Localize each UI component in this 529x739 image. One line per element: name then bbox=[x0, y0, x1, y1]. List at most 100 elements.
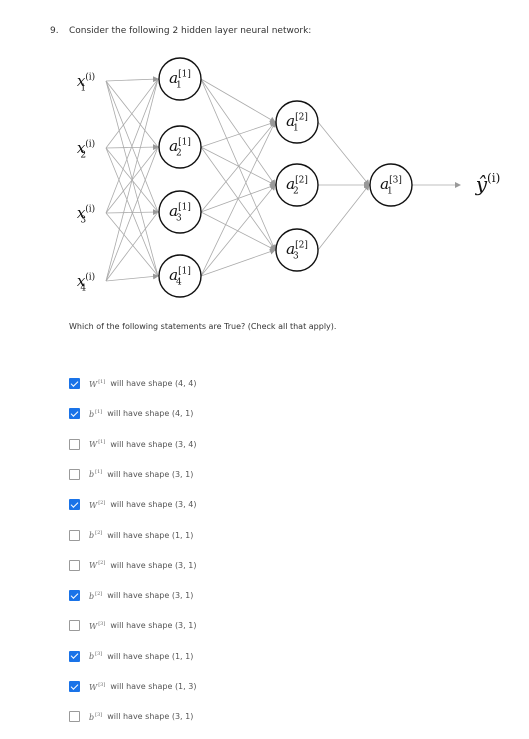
input-x1: x(i)1 bbox=[77, 71, 95, 93]
option-checkbox[interactable] bbox=[69, 378, 80, 389]
option-text: will have shape (3, 1) bbox=[110, 560, 197, 570]
option-checkbox[interactable] bbox=[69, 711, 80, 723]
option-checkbox[interactable] bbox=[69, 620, 80, 632]
option-row[interactable]: W[1] will have shape (4, 4) bbox=[69, 377, 196, 390]
option-text: will have shape (4, 1) bbox=[107, 409, 194, 419]
network-edges bbox=[105, 76, 461, 282]
option-row[interactable]: b[3] will have shape (3, 1) bbox=[69, 710, 193, 723]
edge-x2-a1-1 bbox=[105, 78, 159, 149]
option-checkbox[interactable] bbox=[69, 408, 80, 420]
option-symbol: b[1] bbox=[89, 408, 103, 419]
option-symbol: b[2] bbox=[89, 590, 103, 601]
option-text: will have shape (3, 1) bbox=[107, 469, 194, 479]
network-nodes bbox=[158, 57, 413, 298]
option-checkbox[interactable] bbox=[69, 650, 80, 662]
option-symbol: b[2] bbox=[89, 530, 103, 540]
node-a1-1-label: a[1]1 bbox=[169, 69, 191, 91]
node-a1-4-circle bbox=[158, 254, 202, 298]
node-a1-4-label: a[1]4 bbox=[169, 266, 191, 288]
node-a2-3-label: a[2]3 bbox=[286, 240, 308, 262]
edge-a1-4-a2-3 bbox=[200, 248, 276, 277]
edge-x3-a1-3 bbox=[105, 209, 159, 216]
input-x2: x(i)2 bbox=[77, 138, 95, 160]
edge-x4-a1-1 bbox=[105, 78, 159, 282]
checkmark-icon bbox=[70, 499, 79, 508]
edge-x3-a1-1 bbox=[105, 78, 159, 214]
edge-a1-4-a2-2 bbox=[200, 184, 276, 277]
option-text: will have shape (3, 4) bbox=[110, 500, 197, 510]
option-row[interactable]: b[1] will have shape (3, 1) bbox=[69, 468, 193, 481]
input-x4: x(i)4 bbox=[77, 271, 95, 293]
edge-x2-a1-4 bbox=[105, 147, 159, 277]
option-symbol: b[3] bbox=[89, 651, 103, 662]
option-text: will have shape (3, 4) bbox=[110, 439, 197, 449]
option-text: will have shape (3, 1) bbox=[107, 712, 194, 722]
option-checkbox[interactable] bbox=[69, 559, 80, 571]
node-a1-2-label: a[1]2 bbox=[169, 137, 191, 159]
input-x3: x(i)3 bbox=[77, 203, 95, 225]
option-row[interactable]: W[1] will have shape (3, 4) bbox=[69, 438, 196, 451]
edge-x4-a1-2 bbox=[105, 146, 159, 282]
node-a2-2-circle bbox=[275, 163, 319, 207]
edge-x3-a1-4 bbox=[105, 212, 159, 277]
node-a1-3-label: a[1]3 bbox=[169, 202, 191, 224]
edge-a1-2-a2-1 bbox=[200, 120, 276, 148]
node-a1-1-circle bbox=[158, 57, 202, 101]
checkmark-icon bbox=[70, 681, 79, 690]
edge-a1-3-a2-1 bbox=[200, 121, 276, 213]
option-symbol: W[2] bbox=[89, 560, 106, 571]
edge-x4-a1-3 bbox=[105, 211, 159, 282]
node-a2-2-label: a[2]2 bbox=[286, 175, 308, 197]
option-text: will have shape (3, 1) bbox=[107, 591, 194, 601]
question-text: Consider the following 2 hidden layer ne… bbox=[69, 26, 312, 36]
network-labels: x(i)1 x(i)2 x(i)3 x(i)4 a[1]1 a[1]2 a[1]3 a[1]4… bbox=[77, 69, 500, 294]
checkmark-icon bbox=[70, 378, 79, 387]
edge-x4-a1-4 bbox=[105, 273, 159, 282]
node-a3-1-circle bbox=[369, 163, 413, 207]
edge-a1-2-a2-2 bbox=[200, 146, 276, 186]
option-checkbox[interactable] bbox=[69, 438, 80, 450]
option-symbol: b[1] bbox=[89, 469, 103, 480]
option-symbol: W[1] bbox=[89, 378, 106, 389]
option-row[interactable]: b[1] will have shape (4, 1) bbox=[69, 407, 193, 420]
network-diagram: x(i)1 x(i)2 x(i)3 x(i)4 a[1]1 a[1]2 a[1]3 a[1]4… bbox=[77, 57, 500, 298]
edge-a1-1-a2-2 bbox=[200, 78, 276, 186]
option-symbol: W[2] bbox=[89, 499, 106, 510]
edge-x1-a1-1 bbox=[105, 76, 159, 83]
option-symbol: W[1] bbox=[89, 439, 106, 450]
node-a1-3-circle bbox=[158, 190, 202, 234]
edge-a1-1-a2-1 bbox=[200, 78, 276, 123]
question-number: 9. bbox=[50, 26, 59, 36]
option-checkbox[interactable] bbox=[69, 681, 80, 692]
checkmark-icon bbox=[70, 590, 79, 599]
option-symbol: W[3] bbox=[89, 620, 106, 631]
output-yhat: ŷ(i) bbox=[475, 171, 501, 196]
edge-a1-1-a2-3 bbox=[200, 78, 276, 251]
node-a1-2-circle bbox=[158, 125, 202, 169]
option-text: will have shape (1, 1) bbox=[107, 530, 194, 540]
option-symbol: W[3] bbox=[89, 681, 106, 692]
option-row[interactable]: W[2] will have shape (3, 4) bbox=[69, 498, 196, 511]
edge-a2-3-a3-1 bbox=[317, 184, 370, 251]
option-text: will have shape (1, 1) bbox=[107, 651, 194, 661]
option-symbol: b[3] bbox=[89, 711, 103, 722]
option-checkbox[interactable] bbox=[69, 590, 80, 602]
option-row[interactable]: W[3] will have shape (3, 1) bbox=[69, 619, 196, 632]
option-text: will have shape (4, 4) bbox=[110, 379, 197, 388]
edge-a2-1-a3-1 bbox=[317, 121, 370, 186]
option-checkbox[interactable] bbox=[69, 499, 80, 511]
option-text: will have shape (1, 3) bbox=[110, 682, 197, 691]
option-text: will have shape (3, 1) bbox=[110, 621, 197, 631]
instructions-text: Which of the following statements are Tr… bbox=[69, 322, 337, 331]
option-row[interactable]: W[2] will have shape (3, 1) bbox=[69, 559, 196, 572]
option-row[interactable]: W[3] will have shape (1, 3) bbox=[69, 680, 196, 693]
option-checkbox[interactable] bbox=[69, 529, 80, 541]
option-row[interactable]: b[2] will have shape (3, 1) bbox=[69, 589, 193, 602]
node-a2-3-circle bbox=[275, 228, 319, 272]
edge-a1-4-a2-1 bbox=[200, 121, 276, 277]
option-checkbox[interactable] bbox=[69, 468, 80, 480]
option-row[interactable]: b[2] will have shape (1, 1) bbox=[69, 529, 193, 542]
option-row[interactable]: b[3] will have shape (1, 1) bbox=[69, 650, 193, 663]
node-a2-1-label: a[2]1 bbox=[286, 112, 308, 134]
node-a3-1-label: a[3]1 bbox=[380, 175, 402, 197]
